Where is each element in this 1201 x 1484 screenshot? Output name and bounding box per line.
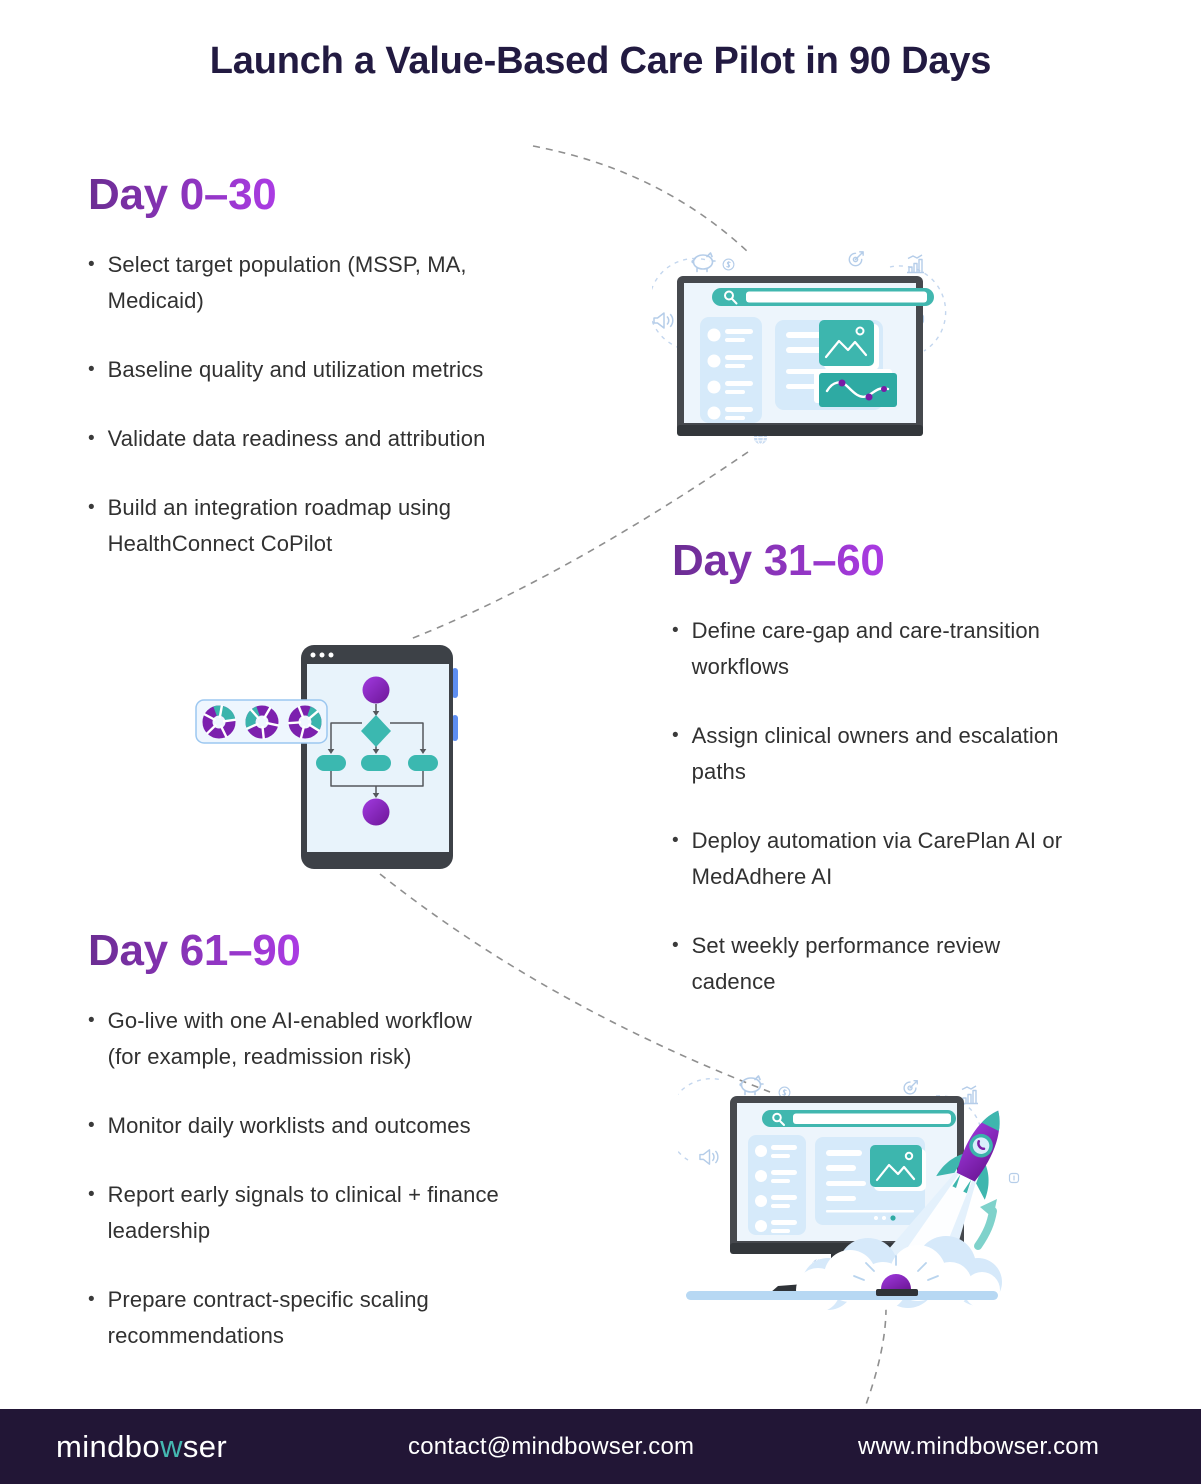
section-day-31-60: Day 31–60 •Define care-gap and care-tran… <box>672 536 1172 1033</box>
piggy-bank-icon <box>691 252 716 273</box>
footer: mindbowser contact@mindbowser.com www.mi… <box>0 1409 1201 1484</box>
search-icon <box>724 290 738 305</box>
bullet-item: •Prepare contract-specific scaling recom… <box>88 1282 648 1354</box>
bullet-item: •Build an integration roadmap using Heal… <box>88 490 628 562</box>
bullet-marker: • <box>672 934 679 956</box>
launch-monitor-illustration <box>678 1075 1020 1312</box>
target-icon <box>848 251 864 267</box>
bullet-item: •Deploy automation via CarePlan AI or Me… <box>672 823 1172 895</box>
bullet-list: •Define care-gap and care-transition wor… <box>672 613 1172 1000</box>
bullet-item: •Set weekly performance review cadence <box>672 928 1172 1000</box>
line-chart-icon <box>814 369 897 407</box>
image-placeholder-icon <box>870 1145 926 1191</box>
piggy-bank-icon <box>739 1075 764 1096</box>
launch-button-icon <box>853 1255 939 1296</box>
bullet-marker: • <box>88 427 95 449</box>
donut-chart <box>245 705 279 740</box>
donut-charts-icon <box>195 699 328 744</box>
rocket-icon <box>936 1110 1000 1200</box>
bullet-item: •Select target population (MSSP, MA, Med… <box>88 247 628 319</box>
sidebar-list-panel <box>700 317 762 423</box>
dashed-circle-decoration <box>678 1077 723 1161</box>
phase-heading-day-0-30: Day 0–30 <box>88 170 277 219</box>
dashed-circle-decoration <box>889 265 947 352</box>
donut-chart <box>287 705 322 739</box>
search-bar <box>712 288 934 306</box>
bullet-item: •Define care-gap and care-transition wor… <box>672 613 1172 685</box>
section-day-0-30: Day 0–30 •Select target population (MSSP… <box>88 170 628 595</box>
price-tag-icon <box>1008 1172 1020 1184</box>
sidebar-list-panel <box>748 1135 806 1235</box>
target-icon <box>903 1080 918 1095</box>
dollar-circle-icon <box>722 258 735 271</box>
bullet-marker: • <box>88 358 95 380</box>
connector-monitor2-to-footer <box>863 1307 887 1411</box>
mindbowser-logo: mindbowser <box>56 1428 228 1464</box>
megaphone-icon <box>653 312 674 329</box>
page-title: Launch a Value-Based Care Pilot in 90 Da… <box>209 40 992 82</box>
desk <box>686 1291 998 1300</box>
image-placeholder-icon <box>819 320 879 370</box>
phase-heading-day-61-90: Day 61–90 <box>88 926 301 975</box>
phase-heading-day-31-60: Day 31–60 <box>672 536 885 585</box>
bullet-marker: • <box>672 619 679 641</box>
contact-email: contact@mindbowser.com <box>408 1432 695 1460</box>
bullet-list: •Go-live with one AI-enabled workflow (f… <box>88 1003 648 1354</box>
bullet-item: •Go-live with one AI-enabled workflow (f… <box>88 1003 648 1075</box>
bullet-item: •Assign clinical owners and escalation p… <box>672 718 1172 790</box>
website-url: www.mindbowser.com <box>858 1432 1100 1460</box>
bullet-marker: • <box>88 496 95 518</box>
bullet-marker: • <box>88 253 95 275</box>
bullet-marker: • <box>88 1114 95 1136</box>
bullet-marker: • <box>88 1183 95 1205</box>
bullet-marker: • <box>88 1288 95 1310</box>
dashboard-monitor-illustration <box>652 251 947 445</box>
bullet-marker: • <box>672 829 679 851</box>
bullet-item: •Baseline quality and utilization metric… <box>88 352 628 388</box>
bullet-item: •Report early signals to clinical + fina… <box>88 1177 648 1249</box>
bar-chart-icon <box>906 254 925 274</box>
search-icon <box>772 1112 785 1126</box>
megaphone-icon <box>699 1149 719 1165</box>
flowchart-icon <box>316 676 438 826</box>
bullet-item: •Monitor daily worklists and outcomes <box>88 1108 648 1144</box>
bullet-marker: • <box>672 724 679 746</box>
section-day-61-90: Day 61–90 •Go-live with one AI-enabled w… <box>88 926 648 1387</box>
logo-accent-letter: w <box>160 1428 183 1464</box>
bullet-marker: • <box>88 1009 95 1031</box>
bullet-item: •Validate data readiness and attribution <box>88 421 628 457</box>
growth-arrow-icon <box>974 1199 997 1250</box>
bullet-list: •Select target population (MSSP, MA, Med… <box>88 247 628 562</box>
search-bar <box>762 1110 956 1127</box>
donut-chart <box>202 705 237 739</box>
workflow-tablet-illustration <box>195 645 458 869</box>
dashed-circle-decoration <box>652 257 711 349</box>
